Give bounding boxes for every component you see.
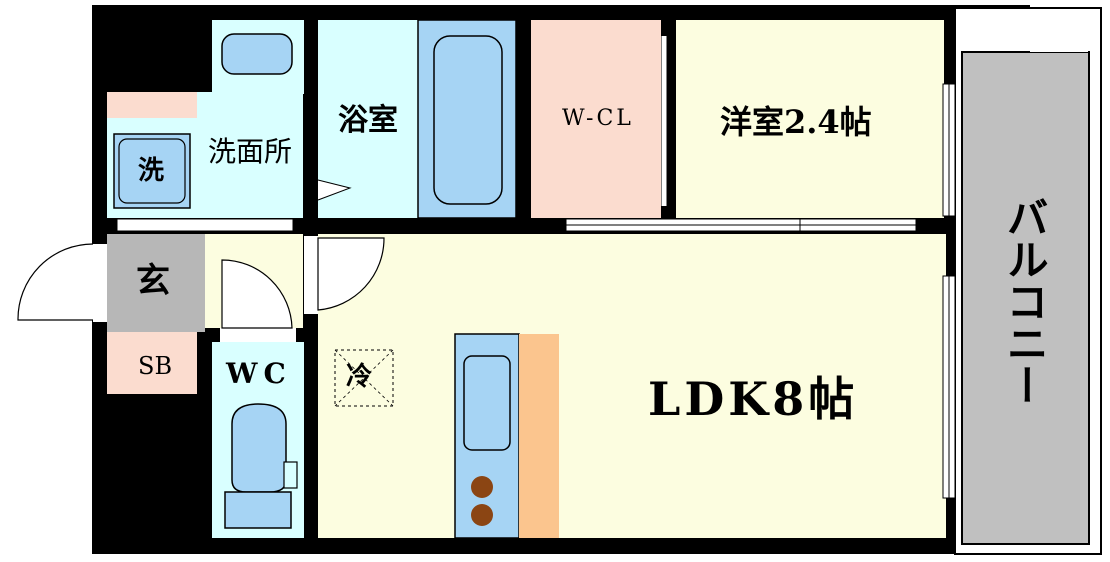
toilet-tank: [224, 491, 292, 529]
burner-1: [471, 476, 493, 498]
kitchen-bar: [519, 334, 559, 538]
western-room-label: 洋室2.4帖: [720, 103, 872, 141]
entrance-door-gap: [93, 244, 107, 322]
washer-inner: [118, 138, 186, 204]
burner-2: [471, 504, 493, 526]
kitchen-sink: [463, 355, 511, 451]
washroom-door-gap: [116, 218, 294, 232]
fridge-space: [334, 349, 394, 407]
closet-floor: [531, 20, 661, 218]
bathroom-label: 浴室: [338, 103, 398, 138]
entrance-door-swing: [17, 243, 94, 321]
shoe-box-label: SB: [138, 352, 173, 380]
toilet-bowl: [231, 403, 287, 493]
fridge-cross-2: [334, 349, 394, 407]
bathtub-inner: [433, 35, 503, 205]
toilet-label: WC: [226, 357, 292, 390]
balcony-rail: [1030, 10, 1088, 52]
toilet-door-swing: [221, 259, 293, 329]
ldk-label: LDK8帖: [648, 372, 859, 426]
balcony-label: バルコニー: [1000, 196, 1050, 406]
washer-label: 洗: [138, 156, 165, 186]
washroom-counter: [107, 92, 197, 118]
ldk-door-swing: [317, 237, 385, 311]
balcony-floor: [961, 51, 1090, 545]
ldk-floor: [318, 234, 946, 538]
washroom-label: 洗面所: [208, 135, 293, 168]
western-room-floor: [676, 20, 944, 218]
toilet-paper: [283, 461, 298, 489]
fridge-label: 冷: [346, 362, 373, 392]
ldk-door-gap: [304, 236, 318, 314]
entrance-floor: [107, 234, 205, 332]
entrance-label: 玄: [136, 261, 170, 301]
closet-label: W-CL: [562, 106, 634, 131]
toilet-door-gap: [220, 328, 296, 342]
bathroom-door: [317, 179, 352, 201]
washroom-sink: [221, 33, 293, 75]
shoe-box: [107, 332, 197, 394]
fridge-cross-1: [334, 349, 394, 407]
